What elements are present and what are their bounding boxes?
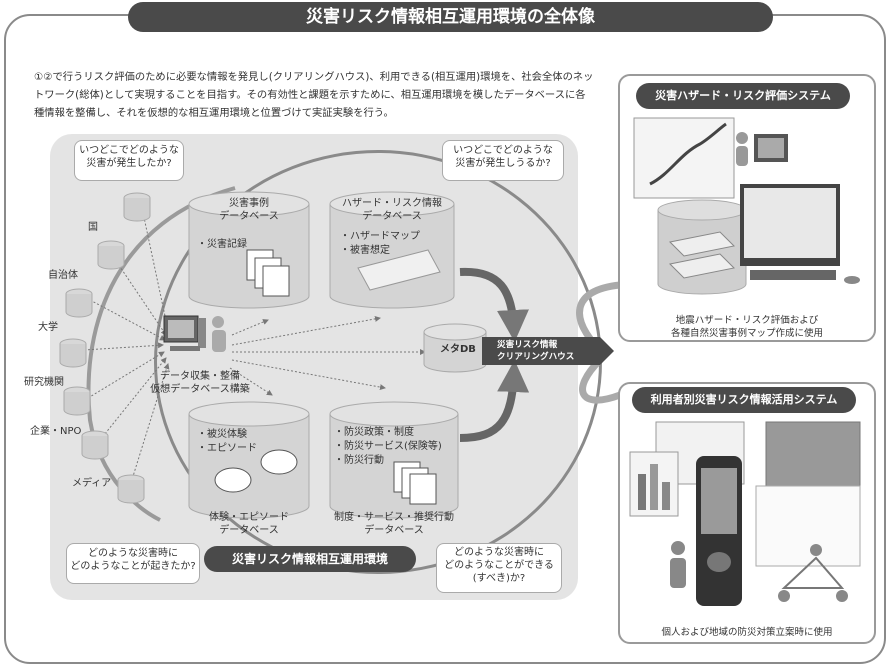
source-label: 研究機関 bbox=[24, 377, 64, 388]
db-items: ・防災政策・制度・防災サービス(保険等)・防災行動 bbox=[334, 427, 442, 466]
callout-bottom-right: どのような災害時に どのようなことができる (すべき)か? bbox=[436, 543, 562, 593]
hazard-system-illustration bbox=[633, 117, 860, 295]
institution-db bbox=[329, 401, 459, 519]
intro-text: ①②で行うリスク評価のために必要な情報を発見し(クリアリングハウス)、利用できる… bbox=[34, 71, 594, 119]
source-label: 企業・NPO bbox=[30, 426, 82, 437]
db-title: ハザード・リスク情報 データベース bbox=[342, 198, 442, 222]
clearinghouse-arrow bbox=[482, 337, 614, 365]
computer-label: データ収集・整備 仮想データベース構築 bbox=[150, 371, 250, 395]
source-label: 国 bbox=[88, 222, 98, 233]
hazard-risk-db bbox=[329, 191, 455, 309]
panel-caption: 地震ハザード・リスク評価および 各種自然災害事例マップ作成に使用 bbox=[670, 315, 823, 339]
panel-caption: 個人および地域の防災対策立案時に使用 bbox=[661, 627, 833, 638]
experience-db bbox=[188, 401, 310, 519]
db-items: ・災害記録 bbox=[197, 239, 247, 250]
callout-top-left: いつどこでどのような 災害が発生したか? bbox=[74, 140, 184, 181]
disaster-cases-db bbox=[188, 191, 310, 309]
source-label: 大学 bbox=[38, 322, 58, 333]
meta-db-cylinder bbox=[423, 323, 487, 373]
clearinghouse-label: 災害リスク情報 クリアリングハウス bbox=[497, 340, 575, 362]
source-cylinder-media bbox=[117, 474, 145, 504]
source-label: メディア bbox=[72, 478, 112, 489]
db-title: 制度・サービス・推奨行動 データベース bbox=[334, 512, 454, 536]
callout-top-right: いつどこでどのような 災害が発生しうるか? bbox=[442, 140, 564, 181]
computer-person-icon bbox=[163, 315, 226, 352]
panel-title: 利用者別災害リスク情報活用システム bbox=[632, 387, 856, 413]
source-cylinder-kigyo bbox=[63, 386, 91, 416]
source-cylinder-jichitai bbox=[97, 240, 125, 270]
environment-label: 災害リスク情報相互運用環境 bbox=[204, 546, 416, 572]
user-system-illustration bbox=[629, 421, 861, 606]
source-label: 自治体 bbox=[48, 270, 78, 281]
db-items: ・ハザードマップ・被害想定 bbox=[340, 231, 420, 256]
panel-title: 災害ハザード・リスク評価システム bbox=[636, 83, 850, 109]
source-cylinder-kuni bbox=[123, 192, 151, 222]
db-title: 災害事例 データベース bbox=[219, 198, 279, 222]
callout-bottom-left: どのような災害時に どのようなことが起きたか? bbox=[66, 543, 200, 584]
db-title: 体験・エピソード データベース bbox=[209, 512, 289, 536]
source-cylinder-daigaku bbox=[65, 288, 93, 318]
db-items: ・被災体験・エピソード bbox=[197, 429, 257, 454]
source-cylinder-kenkyu bbox=[59, 338, 87, 368]
page-title: 災害リスク情報相互運用環境の全体像 bbox=[128, 2, 773, 32]
meta-db-label: メタDB bbox=[440, 344, 476, 355]
source-cylinder-npo bbox=[81, 430, 109, 460]
